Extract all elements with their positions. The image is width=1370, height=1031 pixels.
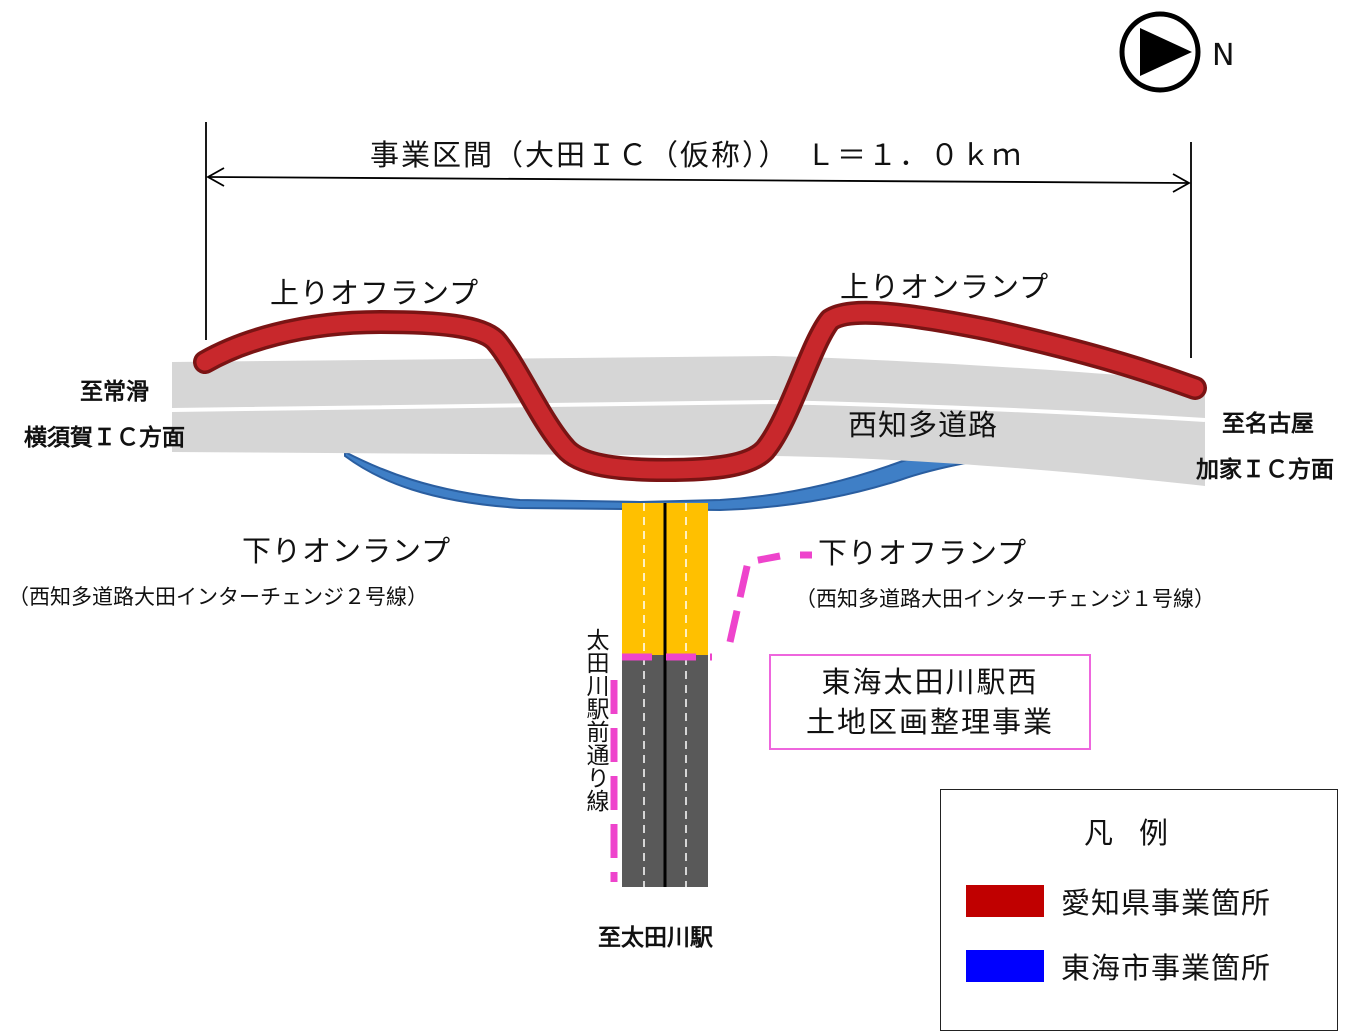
east-direction-2: 加家ＩＣ方面 xyxy=(1196,457,1334,483)
span-label: 事業区間（大田ＩＣ（仮称）） Ｌ＝１．０ｋｍ xyxy=(370,138,1024,172)
legend-title: 凡例 xyxy=(1083,816,1194,850)
station-road-label: 太田川駅前通り線 xyxy=(582,628,608,812)
span-dimension xyxy=(205,122,1192,358)
highway-road xyxy=(172,356,1205,486)
down-on-ramp-label: 下りオンランプ xyxy=(242,534,452,568)
down-off-ramp-sublabel: （西知多道路大田インターチェンジ１号線） xyxy=(795,587,1215,611)
up-ramp-red xyxy=(193,300,1207,482)
legend-item-aichi: 愛知県事業箇所 xyxy=(966,880,1271,922)
south-direction: 至太田川駅 xyxy=(598,925,713,951)
legend-swatch-blue xyxy=(966,950,1044,982)
down-off-ramp-label: 下りオフランプ xyxy=(818,536,1028,570)
west-direction-2: 横須賀ＩＣ方面 xyxy=(24,425,185,451)
station-road xyxy=(622,503,708,887)
up-on-ramp-label: 上りオンランプ xyxy=(840,270,1050,304)
project-boundary xyxy=(610,551,812,882)
north-label: N xyxy=(1212,38,1235,73)
legend-swatch-red xyxy=(966,885,1044,917)
legend-item-tokai: 東海市事業箇所 xyxy=(966,945,1271,987)
down-on-ramp-sublabel: （西知多道路大田インターチェンジ２号線） xyxy=(8,585,428,609)
legend-label-aichi: 愛知県事業箇所 xyxy=(1061,886,1272,920)
project-box: 東海太田川駅西 土地区画整理事業 xyxy=(769,654,1091,750)
north-arrow-icon xyxy=(1119,11,1201,93)
legend: 凡例 愛知県事業箇所 東海市事業箇所 xyxy=(940,789,1338,1031)
east-direction-1: 至名古屋 xyxy=(1222,411,1314,437)
main-road-label: 西知多道路 xyxy=(848,408,999,442)
up-off-ramp-label: 上りオフランプ xyxy=(270,276,480,310)
project-box-line2: 土地区画整理事業 xyxy=(805,705,1054,739)
project-box-line1: 東海太田川駅西 xyxy=(821,665,1039,699)
legend-label-tokai: 東海市事業箇所 xyxy=(1061,951,1272,985)
west-direction-1: 至常滑 xyxy=(80,379,149,405)
